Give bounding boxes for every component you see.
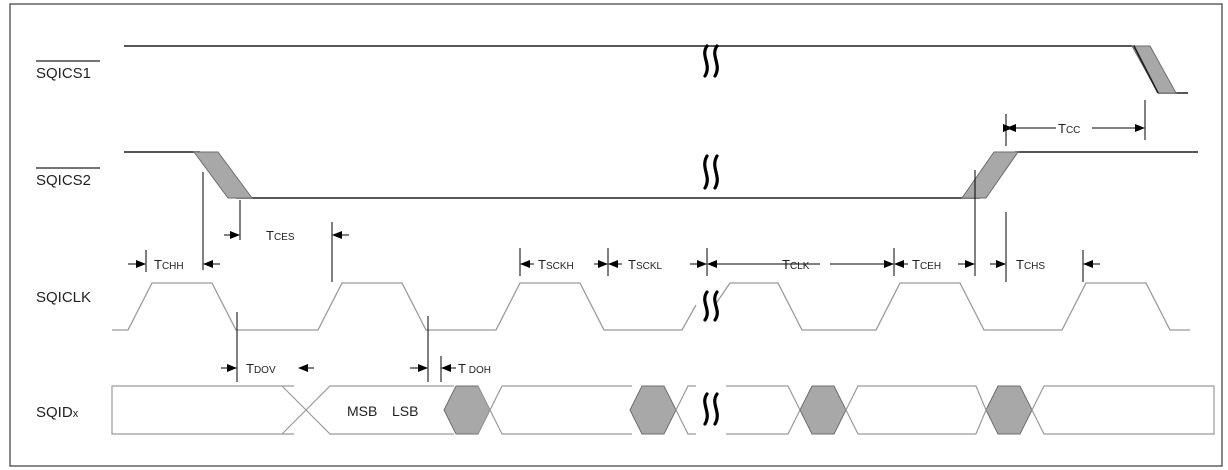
time-break-marks: [703, 44, 719, 426]
timing-label-tsckh: TSCKH: [538, 257, 574, 272]
timing-label-tsckl: TSCKL: [628, 257, 663, 272]
sqiclk-waveform: [112, 282, 1190, 331]
signal-label-sqiclk: SQICLK: [36, 289, 91, 306]
sqics2-rising-transition: [961, 151, 1019, 199]
signal-label-sqics2: SQICS2: [36, 172, 91, 189]
timing-label-tdov: TDOV: [246, 361, 276, 376]
sqidx-bus: MSB LSB: [111, 385, 1215, 435]
lsb-label: LSB: [392, 403, 418, 419]
timing-label-tcc: TCC: [1058, 121, 1080, 136]
sqics2-waveform: [124, 151, 1198, 199]
diagram-frame: [9, 3, 1223, 467]
msb-label: MSB: [347, 403, 377, 419]
sqics2-falling-transition: [193, 151, 253, 199]
timing-label-tces: TCES: [266, 228, 295, 243]
sqics1-waveform: [124, 45, 1188, 94]
timing-label-tdoh: T DOH: [458, 361, 491, 376]
signal-label-sqidx: SQIDx: [36, 404, 79, 421]
signal-label-sqics1: SQICS1: [36, 65, 91, 82]
timing-label-tclk: TCLK: [782, 257, 810, 272]
timing-label-tceh: TCEH: [912, 257, 941, 272]
timing-arrows: [128, 124, 1145, 372]
timing-label-tchs: TCHS: [1016, 257, 1045, 272]
timing-label-tchh: TCHH: [154, 257, 184, 272]
